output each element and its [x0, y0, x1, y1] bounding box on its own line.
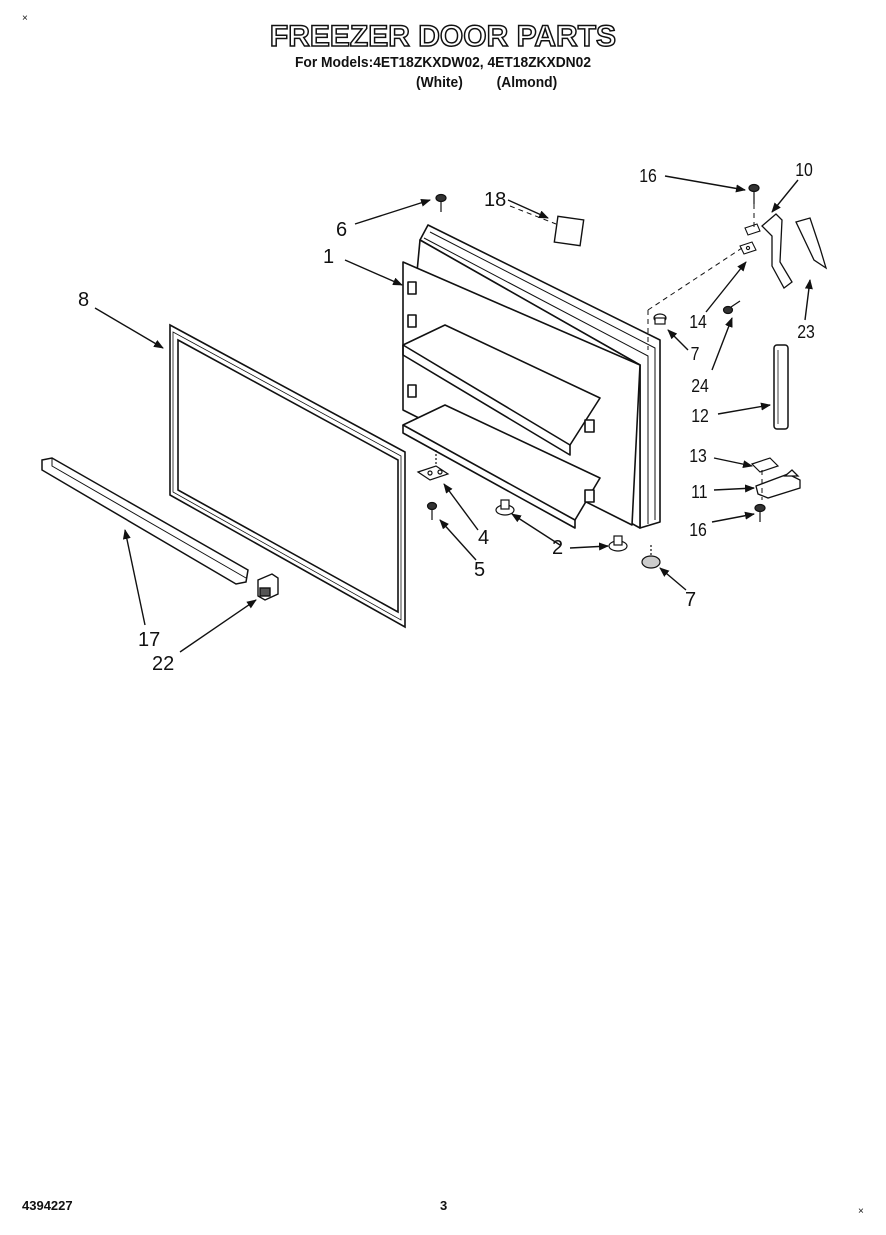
callout-23: 23	[797, 322, 815, 342]
callout-18: 18	[484, 189, 507, 211]
hinge-cover-part-23	[795, 217, 828, 270]
screw-part-24	[722, 300, 741, 315]
callout-17: 17	[138, 629, 161, 651]
callout-10: 10	[795, 160, 813, 180]
screw-part-5	[426, 501, 438, 520]
callout-7-bottom: 7	[685, 589, 697, 611]
callout-14: 14	[689, 312, 707, 332]
door-stop-part-2a	[495, 499, 515, 516]
page-title: FREEZER DOOR PARTS	[269, 19, 617, 54]
bottom-hinge-part-11	[755, 469, 801, 499]
corner-mark-top-left: ×	[22, 13, 28, 24]
bushing-part-7-bottom	[641, 545, 661, 569]
screw-part-6	[435, 193, 447, 212]
handle-part-12	[773, 344, 789, 430]
screw-part-16-top	[748, 183, 760, 204]
shim-part-14	[739, 223, 761, 255]
callout-13: 13	[689, 446, 707, 466]
label-part	[553, 215, 585, 247]
trim-strip-part	[41, 457, 249, 585]
callout-1: 1	[323, 246, 335, 268]
bushing-part-7-top	[653, 313, 667, 325]
page-number: 3	[440, 1198, 448, 1213]
callout-16-top: 16	[639, 166, 657, 186]
callout-2: 2	[552, 537, 564, 559]
screw-part-16-bottom	[754, 503, 766, 522]
model-subtitle: For Models:4ET18ZKXDW02, 4ET18ZKXDN02	[294, 54, 592, 71]
callout-5: 5	[474, 559, 486, 581]
callout-6: 6	[336, 219, 348, 241]
variant-almond: (Almond)	[496, 74, 558, 91]
leader-arrows	[94, 175, 813, 653]
callout-24: 24	[691, 376, 709, 396]
door-gasket-part	[169, 323, 406, 629]
door-liner-part	[402, 224, 661, 529]
top-hinge-part-10	[761, 213, 793, 289]
end-cap-part	[257, 573, 279, 601]
callout-4: 4	[478, 527, 490, 549]
callout-11: 11	[691, 482, 708, 502]
callout-12: 12	[691, 406, 709, 426]
bracket-part-4	[416, 450, 450, 481]
callout-22: 22	[152, 653, 175, 675]
doc-number: 4394227	[22, 1198, 73, 1213]
callout-7-top: 7	[690, 344, 700, 364]
corner-mark-bottom-right: ×	[858, 1206, 864, 1217]
shim-part-13	[750, 457, 780, 473]
callout-8: 8	[78, 289, 90, 311]
door-stop-part-2b	[608, 535, 628, 552]
callout-16-bottom: 16	[689, 520, 707, 540]
variant-white: (White)	[416, 74, 463, 91]
alignment-lines	[509, 204, 763, 500]
